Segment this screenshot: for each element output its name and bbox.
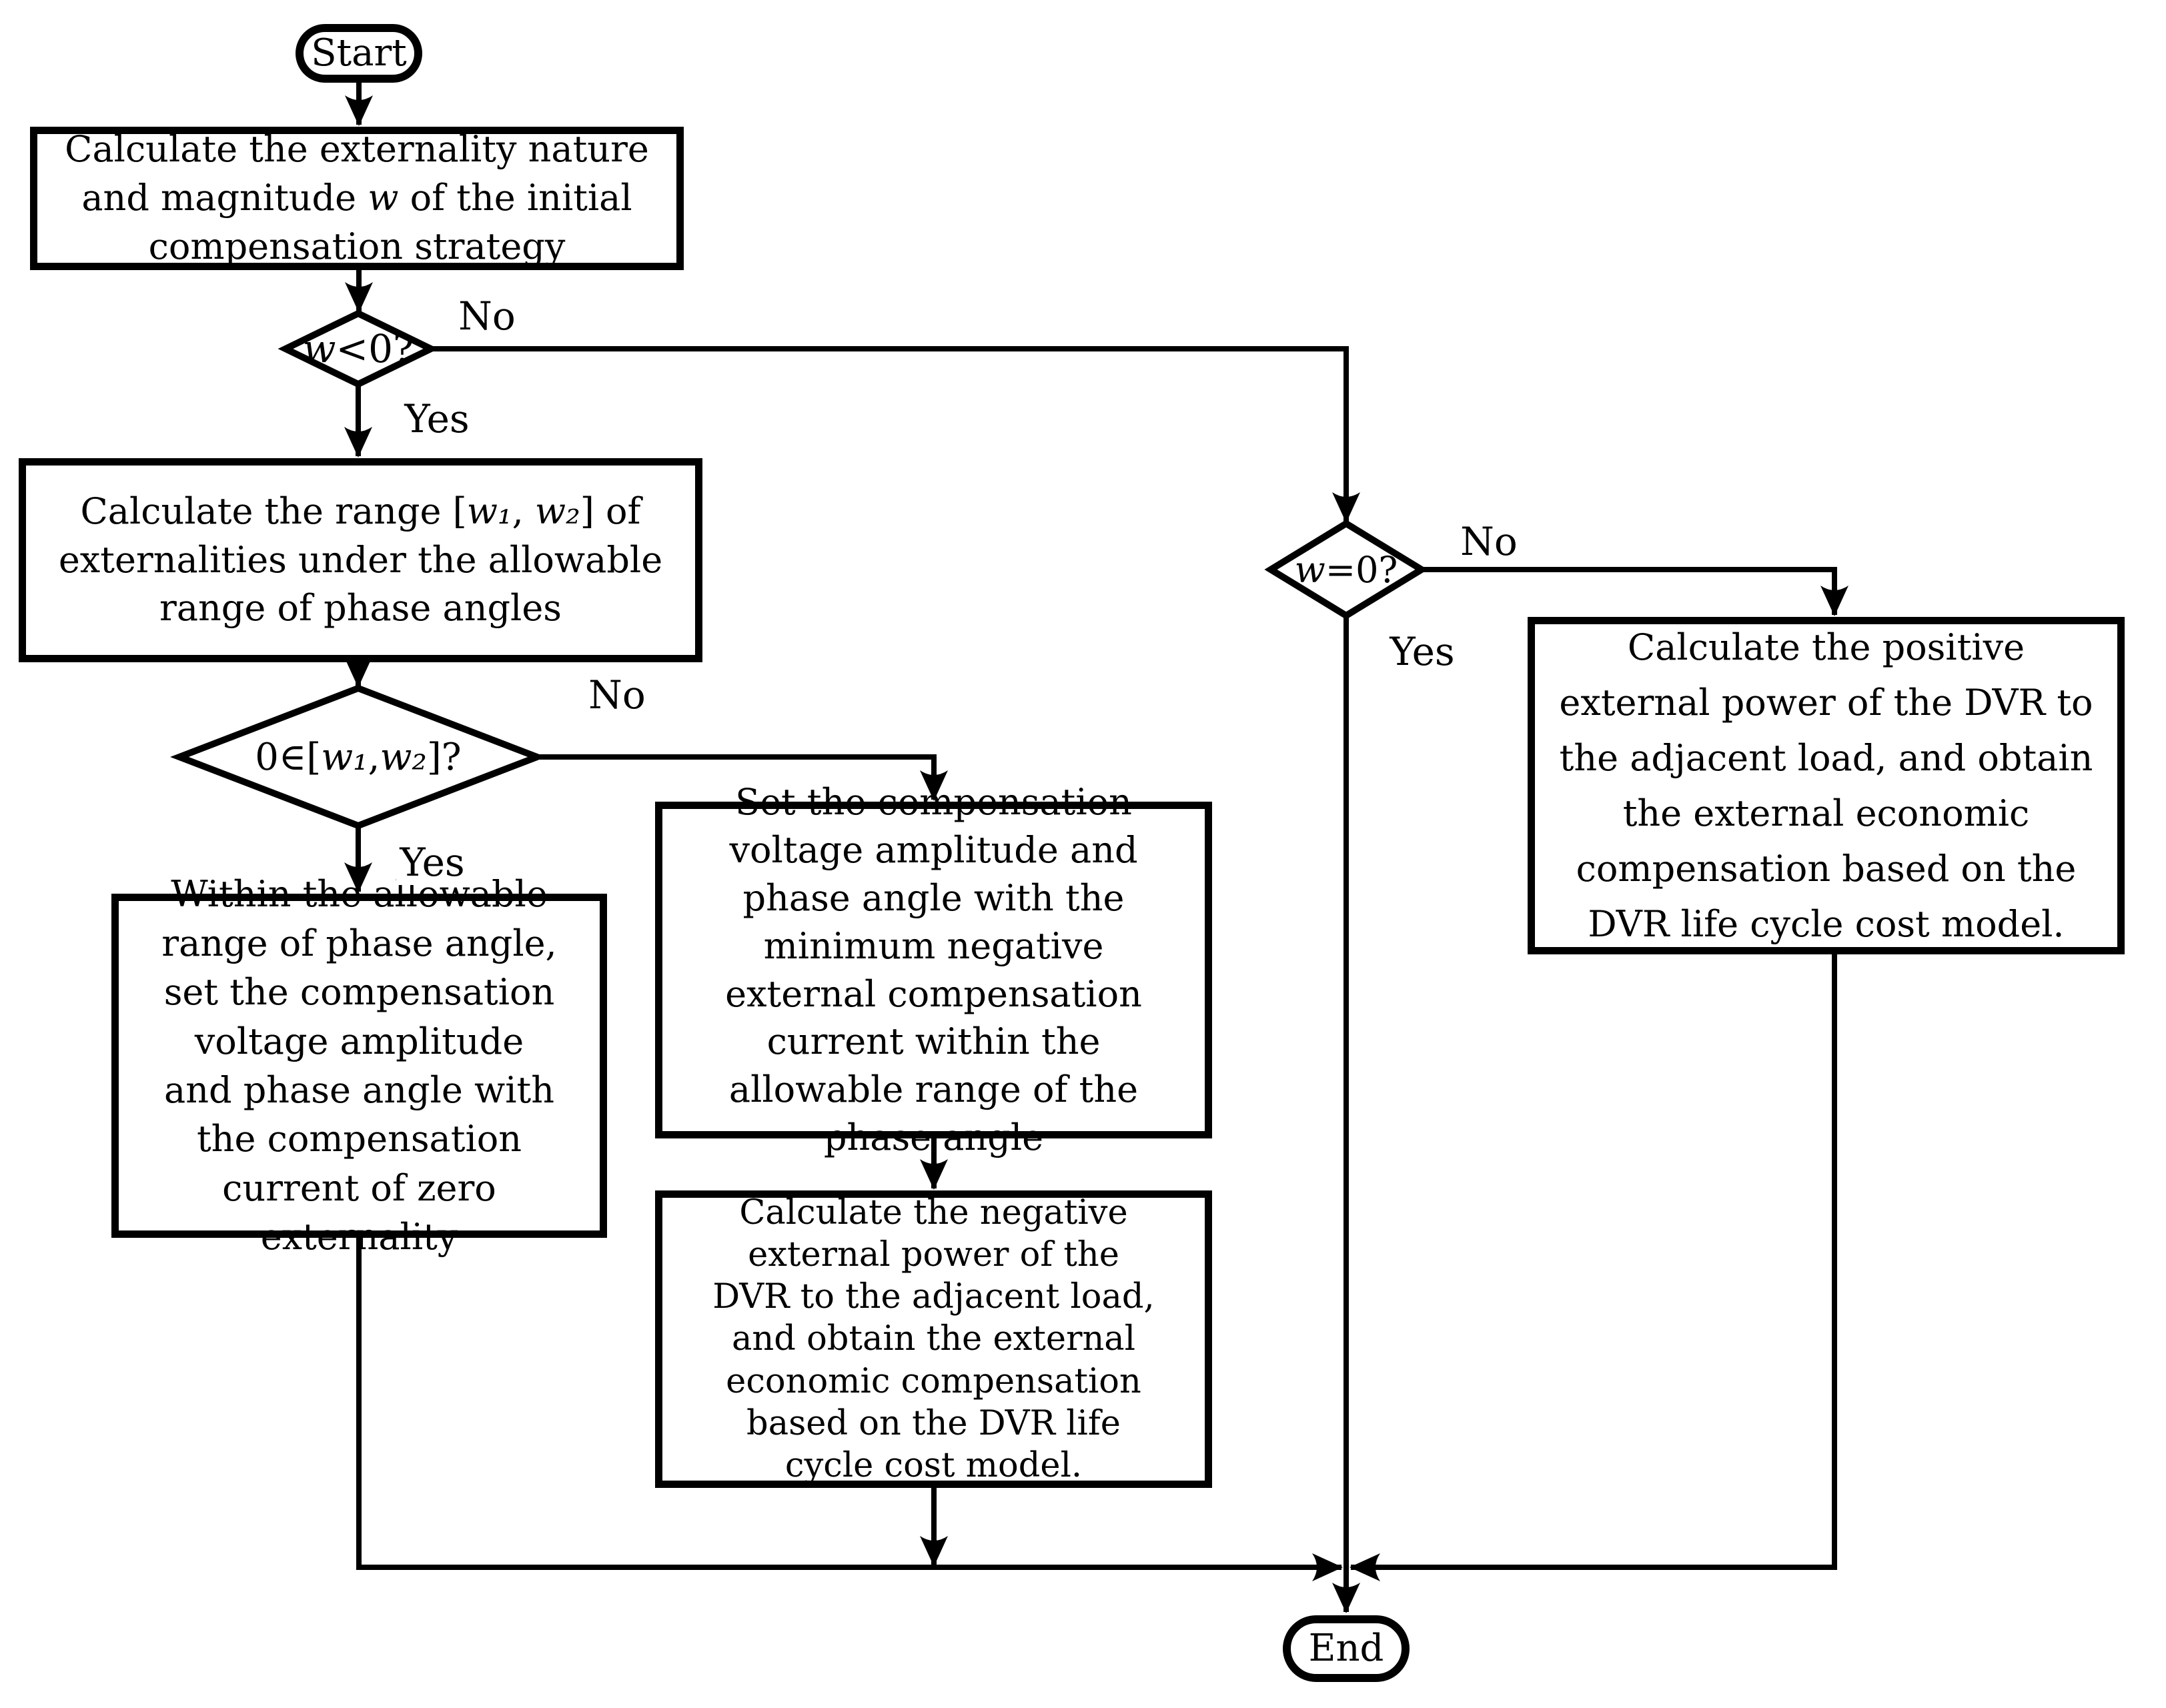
end-label: End [1308, 1627, 1384, 1671]
process-zero-externality-label: Within the allowable range of phase angl… [161, 873, 557, 1258]
connector-leftbox-to-junction [356, 1237, 1343, 1581]
edge-label-w-zero-yes: Yes [1386, 629, 1459, 674]
process-calc-externality: Calculate the externality nature and mag… [30, 127, 684, 270]
edge-label-w-negative-no: No [454, 293, 520, 339]
connector-rightbox-to-junction [1349, 954, 1837, 1581]
process-min-negative-current: Set the compensation voltage amplitude a… [655, 781, 1212, 1158]
decision-w-negative-label: w<0? [302, 326, 414, 371]
decision-zero-in-range-shape [170, 684, 546, 830]
process-calc-range-label: Calculate the range [w₁, w₂] of external… [58, 490, 663, 630]
edge-label-w-zero-no: No [1456, 519, 1522, 564]
decision-w-negative-shape [278, 309, 439, 388]
connector-decision3-no [1422, 567, 1848, 616]
edge-label-zero-in-range-yes: Yes [396, 840, 469, 885]
connector-decision2-no [537, 754, 948, 801]
decision-w-zero-label: w=0? [1294, 548, 1398, 591]
process-zero-externality: Within the allowable range of phase angl… [111, 873, 607, 1258]
process-positive-external-power-label: Calculate the positive external power of… [1559, 626, 2093, 946]
process-negative-external-power-label: Calculate the negative external power of… [712, 1192, 1155, 1486]
end-terminal: End [1283, 1615, 1410, 1682]
start-label: Start [311, 31, 407, 75]
start-terminal: Start [296, 24, 422, 83]
edge-label-zero-in-range-no: No [584, 672, 650, 718]
process-min-negative-current-label: Set the compensation voltage amplitude a… [725, 781, 1142, 1158]
decision-zero-in-range-label: 0∈[w₁,w₂]? [255, 735, 462, 779]
decision-w-zero-shape [1264, 520, 1428, 620]
connector-decision1-no [431, 346, 1360, 523]
process-negative-external-power: Calculate the negative external power of… [655, 1190, 1212, 1488]
process-calc-externality-label: Calculate the externality nature and mag… [65, 128, 649, 267]
process-calc-range: Calculate the range [w₁, w₂] of external… [19, 458, 702, 662]
edge-label-w-negative-yes: Yes [400, 396, 474, 442]
process-positive-external-power: Calculate the positive external power of… [1528, 617, 2125, 954]
